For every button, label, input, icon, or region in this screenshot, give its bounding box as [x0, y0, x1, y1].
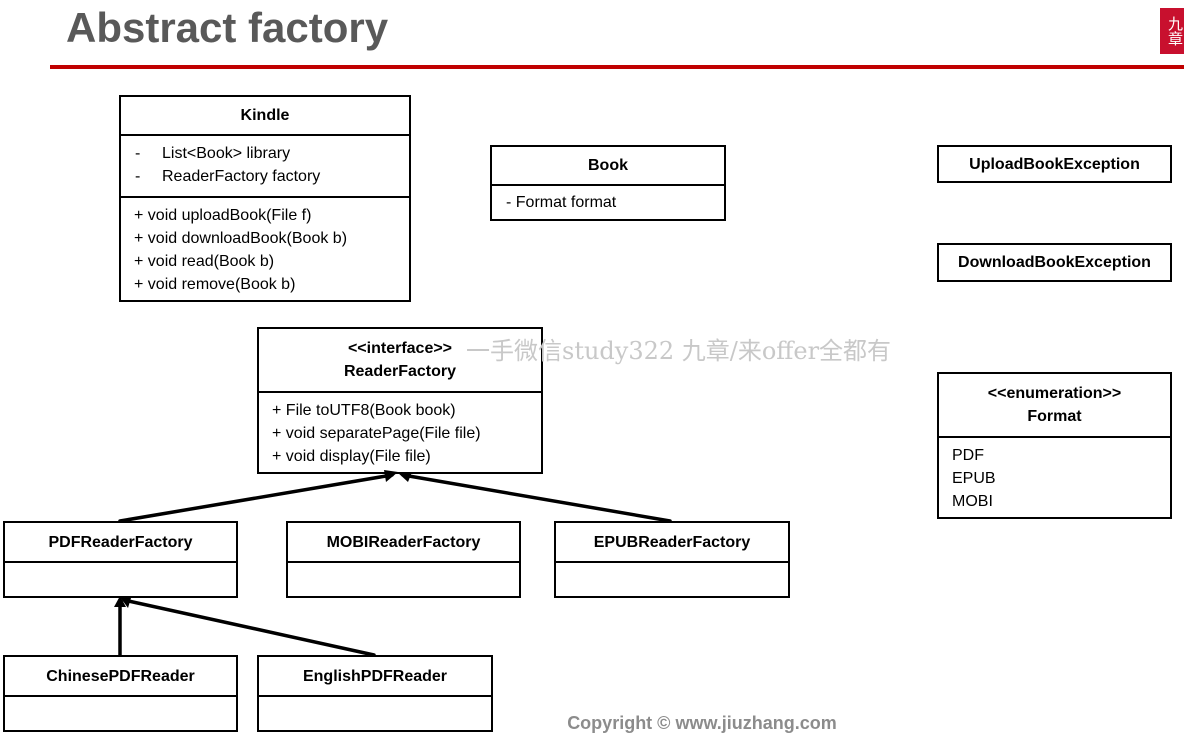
reader-factory-stereotype: <<interface>>: [347, 340, 453, 357]
arrowhead-readerfactory: [384, 470, 398, 482]
format-value-mobi: MOBI: [952, 493, 993, 510]
kindle-attributes: -List<Book> library -ReaderFactory facto…: [121, 134, 409, 196]
book-attribute-format: - Format format: [506, 194, 617, 211]
arrow-pdf-to-readerfactory: [118, 473, 394, 523]
chinese-pdf-reader-name: ChinesePDFReader: [46, 667, 195, 685]
chinese-pdf-reader-body: [5, 695, 236, 730]
english-pdf-reader-body: [259, 695, 491, 730]
format-value-epub: EPUB: [952, 470, 996, 487]
download-exception-name: DownloadBookException: [958, 254, 1151, 271]
kindle-attribute-factory: -ReaderFactory factory: [135, 168, 321, 185]
download-exception-box: DownloadBookException: [937, 243, 1172, 282]
arrowhead-pdf: [114, 596, 126, 607]
kindle-method-read: + void read(Book b): [134, 253, 275, 270]
kindle-method-download: + void downloadBook(Book b): [134, 230, 348, 247]
jiuzhang-logo: 九章: [1160, 8, 1184, 54]
reader-factory-interface-box: <<interface>> ReaderFactory + File toUTF…: [257, 327, 543, 474]
kindle-method-remove: + void remove(Book b): [134, 276, 296, 293]
reader-factory-method-separatepage: + void separatePage(File file): [272, 425, 481, 442]
arrow-english-to-pdf: [122, 598, 376, 657]
upload-exception-name: UploadBookException: [969, 155, 1140, 173]
page-title: Abstract factory: [66, 4, 389, 51]
watermark-text: 一手微信study322 九章/来offer全都有: [466, 337, 892, 365]
reader-factory-name: ReaderFactory: [343, 363, 457, 380]
format-stereotype: <<enumeration>>: [987, 385, 1122, 402]
upload-exception-box: UploadBookException: [937, 145, 1172, 183]
arrowhead-pdf-right: [120, 597, 131, 608]
epub-reader-factory-body: [556, 561, 788, 596]
reader-factory-methods: + File toUTF8(Book book) + void separate…: [259, 391, 541, 474]
epub-reader-factory-name: EPUBReaderFactory: [593, 533, 751, 551]
mobi-reader-factory-name: MOBIReaderFactory: [326, 533, 481, 551]
arrow-epub-to-readerfactory: [401, 473, 672, 523]
format-header: <<enumeration>> Format: [939, 374, 1170, 436]
kindle-class-box: Kindle -List<Book> library -ReaderFactor…: [119, 95, 411, 302]
kindle-attribute-library: -List<Book> library: [135, 145, 291, 162]
book-class-name: Book: [588, 157, 628, 174]
book-attributes: - Format format: [492, 184, 724, 220]
kindle-methods: + void uploadBook(File f) + void downloa…: [121, 196, 409, 302]
format-value-pdf: PDF: [952, 447, 984, 464]
english-pdf-reader-name: EnglishPDFReader: [302, 667, 448, 685]
reader-factory-header: <<interface>> ReaderFactory: [259, 329, 541, 391]
epub-reader-factory-box: EPUBReaderFactory: [554, 521, 790, 598]
format-values: PDF EPUB MOBI: [939, 436, 1170, 519]
format-name: Format: [1027, 408, 1082, 425]
book-class-box: Book - Format format: [490, 145, 726, 221]
kindle-method-upload: + void uploadBook(File f): [134, 207, 312, 224]
pdf-reader-factory-name: PDFReaderFactory: [48, 533, 193, 551]
reader-factory-method-display: + void display(File file): [272, 448, 431, 465]
english-pdf-reader-box: EnglishPDFReader: [257, 655, 493, 732]
mobi-reader-factory-body: [288, 561, 519, 596]
mobi-reader-factory-box: MOBIReaderFactory: [286, 521, 521, 598]
reader-factory-method-toutf8: + File toUTF8(Book book): [272, 402, 456, 419]
format-enumeration-box: <<enumeration>> Format PDF EPUB MOBI: [937, 372, 1172, 519]
copyright-footer: Copyright © www.jiuzhang.com: [567, 713, 837, 733]
arrowhead-readerfactory-right: [397, 472, 412, 482]
kindle-class-name: Kindle: [240, 107, 290, 124]
title-divider: [50, 65, 1184, 69]
pdf-reader-factory-body: [5, 561, 236, 596]
